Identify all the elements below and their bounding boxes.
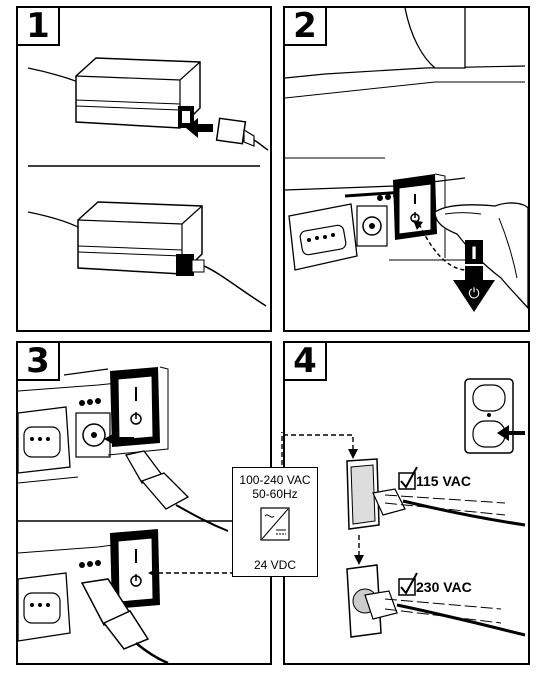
step-1-panel: 1 bbox=[16, 6, 272, 332]
serial-port bbox=[18, 407, 70, 473]
serial-port bbox=[18, 573, 70, 641]
step-2-panel: 2 bbox=[283, 6, 530, 332]
dc-plug bbox=[217, 118, 268, 150]
step-2-illustration: I ⏻ bbox=[285, 8, 528, 330]
power-adapter-unplugged bbox=[76, 58, 200, 128]
outlet-115v bbox=[347, 459, 525, 529]
check-box-230 bbox=[399, 573, 417, 595]
output-voltage: 24 VDC bbox=[233, 558, 317, 572]
on-symbol: I bbox=[471, 244, 477, 264]
power-switch[interactable] bbox=[393, 174, 437, 240]
step-4-illustration bbox=[285, 343, 528, 663]
step-1-illustration bbox=[18, 8, 270, 330]
ac-dc-converter-icon bbox=[260, 507, 290, 541]
dc-plug bbox=[126, 451, 228, 531]
input-frequency: 50-60Hz bbox=[233, 487, 317, 501]
voltage-label-115: 115 VAC bbox=[416, 473, 471, 489]
power-jack bbox=[76, 413, 110, 457]
check-box-115 bbox=[399, 467, 417, 489]
serial-port bbox=[289, 204, 357, 270]
power-adapter-plugged bbox=[78, 202, 266, 306]
outlet-230v bbox=[347, 565, 525, 637]
power-jack bbox=[357, 206, 387, 246]
power-supply-label: 100-240 VAC 50-60Hz 24 VDC bbox=[232, 467, 318, 577]
voltage-label-230: 230 VAC bbox=[416, 579, 472, 595]
input-voltage: 100-240 VAC bbox=[233, 473, 317, 487]
step-4-panel: 4 bbox=[283, 341, 530, 665]
wall-outlet-icon bbox=[465, 379, 525, 453]
power-symbol: ⏻ bbox=[468, 286, 479, 302]
